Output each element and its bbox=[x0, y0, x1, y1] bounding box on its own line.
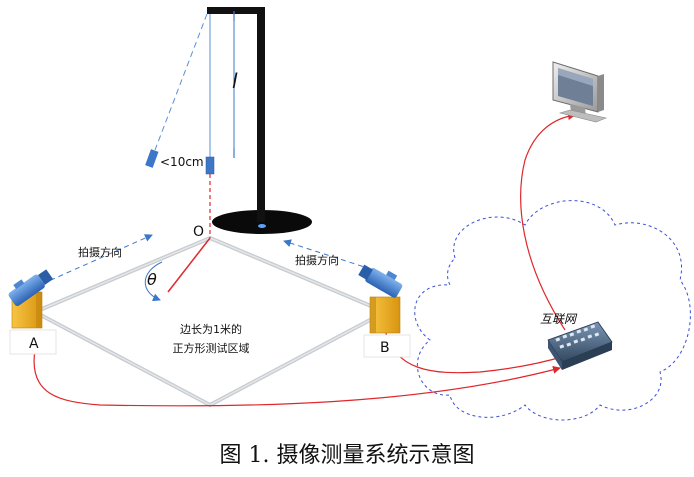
angle-arc bbox=[144, 261, 163, 302]
shoot-direction-left-arrow bbox=[41, 234, 153, 285]
area-label-line1: 边长为1米的 bbox=[180, 322, 242, 336]
shoot-direction-left-label: 拍摄方向 bbox=[78, 245, 122, 259]
figure-caption: 图 1. 摄像测量系统示意图 bbox=[220, 443, 475, 468]
camera-b-video-camera-icon bbox=[358, 264, 403, 334]
theta-label: θ bbox=[147, 270, 157, 289]
monitor-icon bbox=[552, 61, 608, 123]
camera-b-label: B bbox=[380, 340, 390, 356]
square-test-area bbox=[30, 235, 390, 408]
pendulum-swung-bob bbox=[145, 149, 159, 168]
shoot-direction-right-label: 拍摄方向 bbox=[295, 253, 339, 267]
area-label-line2: 正方形测试区域 bbox=[173, 341, 250, 355]
internet-label: 互联网 bbox=[540, 312, 578, 326]
length-label: l bbox=[232, 69, 238, 93]
origin-label: O bbox=[193, 224, 204, 240]
wire-b-to-switch bbox=[384, 329, 566, 374]
network-switch-icon bbox=[547, 321, 613, 370]
displacement-label: <10cm bbox=[160, 155, 204, 169]
pendulum-swung-string bbox=[154, 13, 208, 151]
camera-a-label: A bbox=[29, 336, 39, 352]
angle-ray bbox=[167, 237, 211, 293]
pendulum-bob bbox=[205, 156, 215, 175]
wire-a-to-switch bbox=[33, 349, 561, 407]
pendulum-stand bbox=[207, 7, 312, 234]
camera-a-label-box bbox=[9, 329, 57, 355]
camera-a-video-camera-icon bbox=[8, 269, 54, 329]
shoot-direction-right-arrow bbox=[283, 239, 381, 273]
camera-b-label-box bbox=[363, 334, 411, 358]
wire-switch-to-monitor bbox=[520, 112, 576, 331]
